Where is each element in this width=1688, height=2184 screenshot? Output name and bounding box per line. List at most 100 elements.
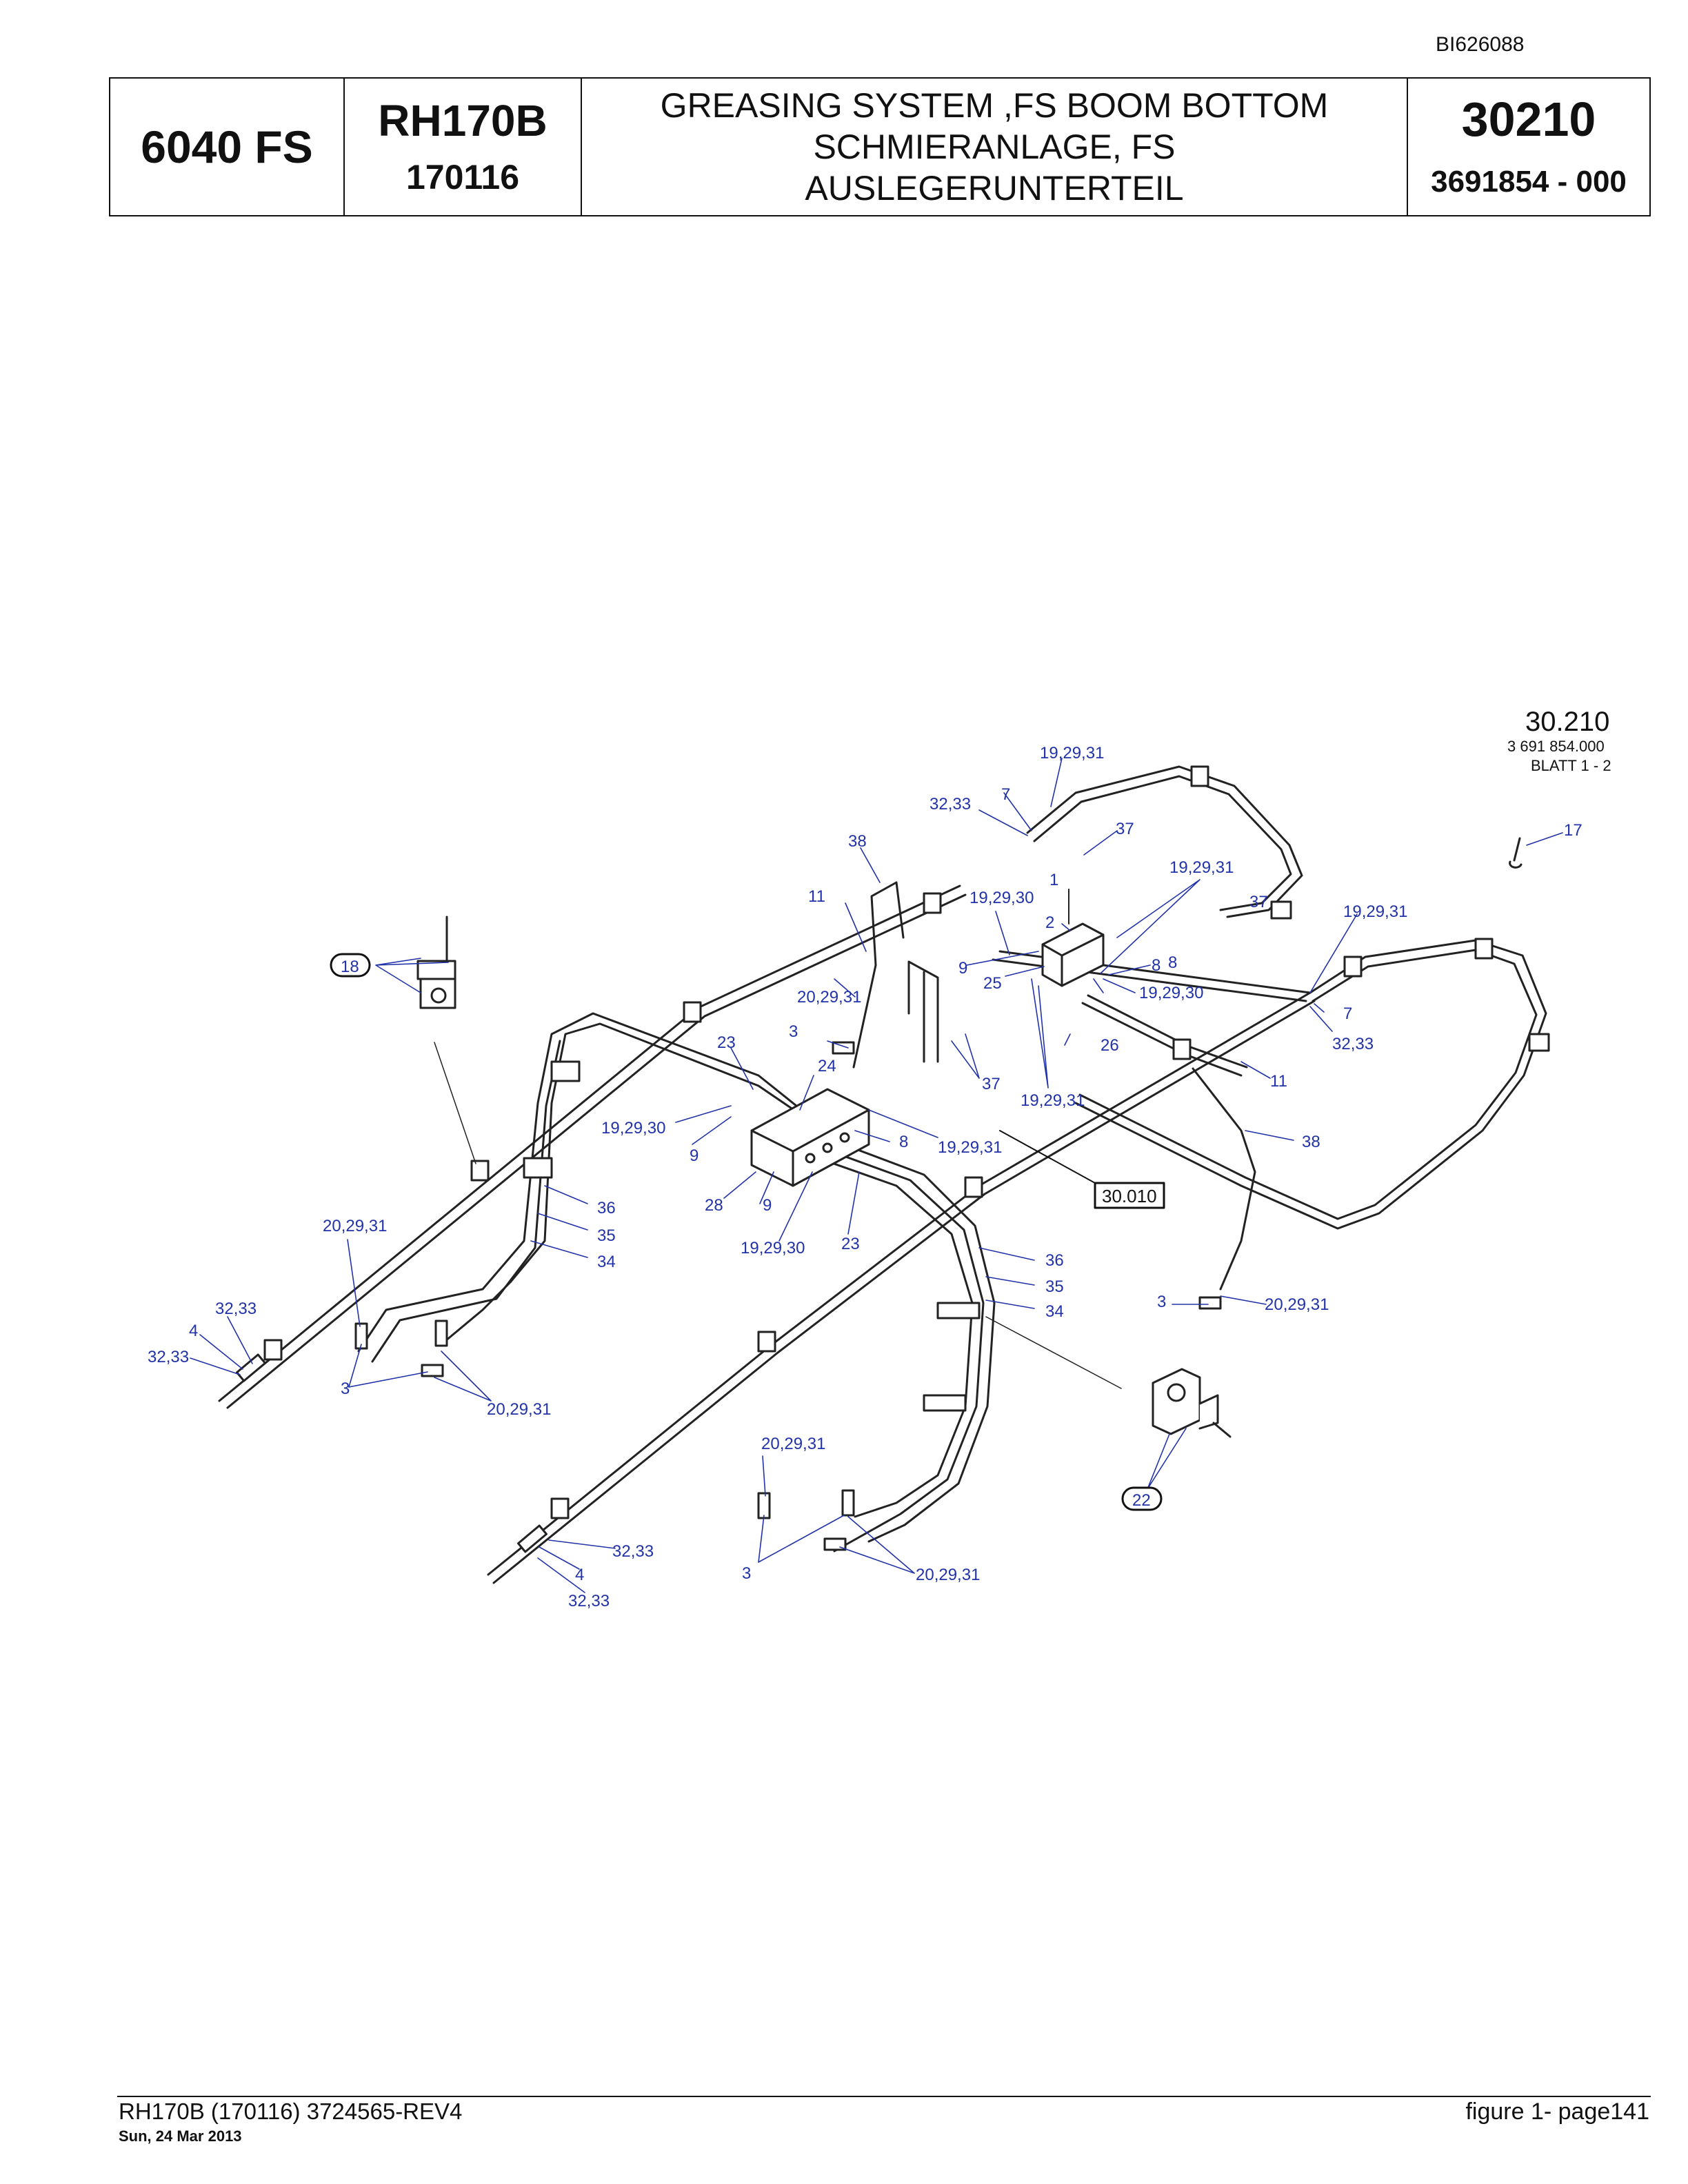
machine-cell: RH170B 170116 <box>343 77 582 216</box>
distributor-block-right <box>1041 889 1105 987</box>
callout: 35 <box>1045 1277 1064 1296</box>
callout: 38 <box>848 832 867 851</box>
callout: 3 <box>341 1379 350 1398</box>
grease-nipple-17 <box>1509 837 1523 869</box>
callout: 37 <box>1116 820 1134 838</box>
callout: 19,29,30 <box>969 889 1034 907</box>
callout: 8 <box>1152 956 1160 975</box>
leader-line-long-1 <box>434 1042 476 1164</box>
callout: 3 <box>1157 1293 1166 1311</box>
hose-38-lower <box>1192 1067 1256 1291</box>
callout: 37 <box>1249 893 1268 911</box>
title-line-3: AUSLEGERUNTERTEIL <box>805 169 1184 208</box>
pipe-lower-diagonal <box>487 991 1316 1584</box>
pipe-clamps <box>263 765 1550 1519</box>
callout: 20,29,31 <box>323 1217 387 1235</box>
circled-callout-18: 18 <box>330 953 371 978</box>
callout: 20,29,31 <box>761 1435 825 1453</box>
callout: 8 <box>1168 953 1177 972</box>
callout: 38 <box>1302 1133 1320 1151</box>
callout: 28 <box>705 1196 723 1215</box>
callout: 8 <box>899 1133 908 1151</box>
circled-callout-22: 22 <box>1121 1486 1163 1511</box>
callout: 32,33 <box>1332 1035 1374 1053</box>
footer-rule <box>117 2096 1651 2097</box>
callout: 3 <box>789 1022 798 1041</box>
callout: 23 <box>841 1235 860 1253</box>
callout: 32,33 <box>215 1300 257 1318</box>
callout: 20,29,31 <box>1265 1295 1329 1314</box>
callout: 26 <box>1101 1036 1119 1055</box>
callout: 4 <box>575 1566 584 1584</box>
callout: 32,33 <box>148 1348 189 1366</box>
callout: 24 <box>818 1057 836 1075</box>
footer-page: figure 1- page141 <box>1465 2099 1649 2125</box>
stamp-sheet: BLATT 1 - 2 <box>1531 757 1611 774</box>
callout: 34 <box>1045 1302 1064 1321</box>
clamp-part-22 <box>1152 1368 1232 1438</box>
callout: 11 <box>1270 1072 1287 1091</box>
callout: 19,29,31 <box>938 1138 1002 1157</box>
callout: 7 <box>1001 785 1010 804</box>
callout: 1 <box>1049 871 1058 889</box>
callout: 19,29,31 <box>1040 744 1104 762</box>
stamp-number: 3 691 854.000 <box>1507 738 1605 755</box>
callout: 20,29,31 <box>487 1400 551 1419</box>
callout: 23 <box>717 1033 736 1052</box>
title-line-1: GREASING SYSTEM ,FS BOOM BOTTOM <box>660 86 1329 125</box>
callout: 35 <box>597 1226 616 1245</box>
document-id: BI626088 <box>1436 33 1525 56</box>
callout: 19,29,30 <box>601 1119 665 1138</box>
title-cell: GREASING SYSTEM ,FS BOOM BOTTOM SCHMIERA… <box>581 77 1408 216</box>
distributor-block-center <box>750 1088 870 1187</box>
callout: 37 <box>982 1075 1001 1093</box>
callout: 25 <box>983 974 1002 993</box>
leader-line-long-2 <box>985 1316 1122 1389</box>
part-number: 3691854 - 000 <box>1431 164 1627 199</box>
callout: 20,29,31 <box>916 1566 980 1584</box>
figure-number: 30210 <box>1461 92 1596 147</box>
bracket-frame <box>907 960 939 1063</box>
callout: 4 <box>189 1322 198 1340</box>
callout: 36 <box>597 1199 616 1217</box>
callout: 3 <box>742 1564 751 1583</box>
hose-bundle-left <box>357 1012 836 1363</box>
model-code: 6040 FS <box>141 121 313 172</box>
callout: 19,29,31 <box>1343 902 1407 921</box>
title-block: 6040 FS RH170B 170116 GREASING SYSTEM ,F… <box>109 77 1651 216</box>
callout: 9 <box>958 959 967 978</box>
ref-box-label: 30.010 <box>1102 1186 1157 1206</box>
callout: 19,29,30 <box>1139 984 1203 1002</box>
hose-fittings <box>236 1041 1222 1553</box>
model-code-cell: 6040 FS <box>109 77 345 216</box>
callout: 32,33 <box>568 1592 610 1610</box>
drawing-stamp: 30.210 3 691 854.000 BLATT 1 - 2 <box>1507 707 1611 774</box>
hose-38-upper <box>852 881 905 1069</box>
figure-cell: 30210 3691854 - 000 <box>1407 77 1651 216</box>
callout: 7 <box>1343 1004 1352 1023</box>
callout: 11 <box>808 887 825 906</box>
serial-number: 170116 <box>405 158 520 197</box>
clamp-part-18 <box>416 916 456 1009</box>
leader-lines <box>190 758 1563 1593</box>
callout: 2 <box>1045 913 1054 932</box>
footer-doc-ref: RH170B (170116) 3724565-REV4 <box>119 2099 463 2124</box>
callout: 32,33 <box>930 795 971 813</box>
callout-labels: 19,29,31 32,33 7 37 38 17 11 19,29,30 1 … <box>148 744 1582 1610</box>
callout: 32,33 <box>612 1542 654 1561</box>
hose-bundle-lower <box>778 1129 996 1553</box>
footer-date: Sun, 24 Mar 2013 <box>119 2127 242 2145</box>
callout: 20,29,31 <box>797 988 861 1007</box>
ref-box-30010: 30.010 <box>999 1130 1165 1209</box>
machine-name: RH170B <box>378 96 547 146</box>
callout: 19,29,30 <box>741 1239 805 1257</box>
callout: 19,29,31 <box>1021 1091 1085 1110</box>
callout: 36 <box>1045 1251 1064 1270</box>
exploded-parts-diagram: 30.210 3 691 854.000 BLATT 1 - 2 <box>148 707 1611 1610</box>
circled-callout-22-label: 22 <box>1132 1491 1151 1510</box>
circled-callout-18-label: 18 <box>341 958 359 976</box>
callout: 9 <box>690 1146 699 1165</box>
callout: 19,29,31 <box>1169 858 1234 877</box>
stamp-title: 30.210 <box>1525 707 1609 737</box>
callout: 9 <box>763 1196 772 1215</box>
